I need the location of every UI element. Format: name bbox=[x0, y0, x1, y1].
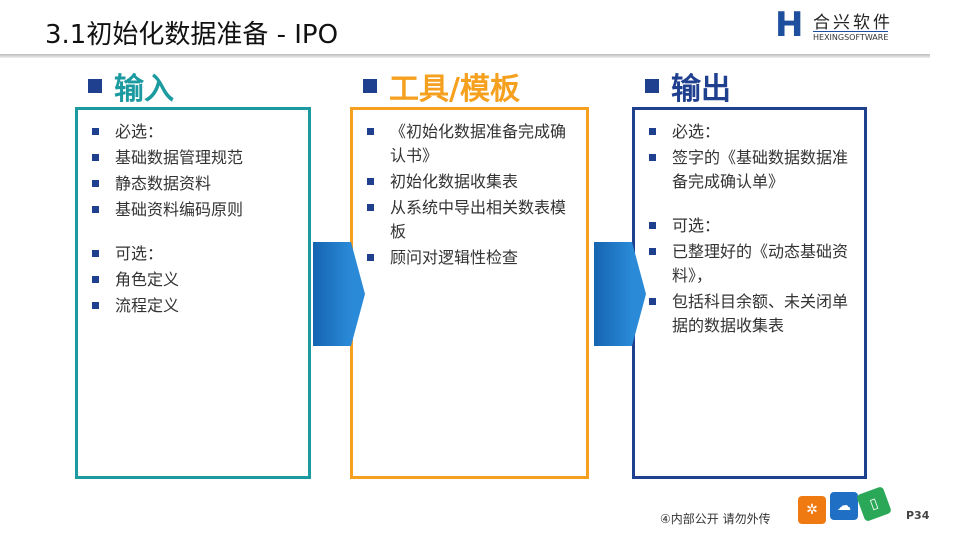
list-item-text: 可选： bbox=[115, 244, 164, 263]
list-item-text: 顾问对逻辑性检查 bbox=[390, 248, 519, 267]
page-number: P34 bbox=[906, 509, 930, 522]
column-box: 《初始化数据准备完成确认书》初始化数据收集表从系统中导出相关数表模板顾问对逻辑性… bbox=[350, 107, 589, 479]
confidentiality-notice: ④内部公开 请勿外传 bbox=[660, 512, 771, 526]
list-item: 流程定义 bbox=[88, 294, 298, 318]
heading-text: 输出 bbox=[671, 72, 731, 107]
logo-en: HEXINGSOFTWARE bbox=[813, 31, 889, 42]
list-item: 《初始化数据准备完成确认书》 bbox=[363, 120, 576, 168]
list-item: 角色定义 bbox=[88, 268, 298, 292]
logo-h-icon: H bbox=[775, 5, 804, 45]
bullet-icon bbox=[92, 180, 99, 187]
list-item: 从系统中导出相关数表模板 bbox=[363, 196, 576, 244]
list-item: 基础资料编码原则 bbox=[88, 198, 298, 222]
arrow-right-icon bbox=[594, 242, 646, 346]
logo-cn: 合兴软件 bbox=[813, 13, 893, 33]
bullet-icon bbox=[92, 302, 99, 309]
list-item: 签字的《基础数据数据准备完成确认单》 bbox=[645, 146, 854, 194]
spacer bbox=[645, 196, 854, 214]
list-item-text: 签字的《基础数据数据准备完成确认单》 bbox=[672, 148, 849, 191]
bullet-icon bbox=[649, 128, 656, 135]
bullet-icon bbox=[649, 298, 656, 305]
bullet-square-icon bbox=[88, 79, 102, 93]
list-item: 静态数据资料 bbox=[88, 172, 298, 196]
spacer bbox=[88, 224, 298, 242]
list-item: 已整理好的《动态基础资料》， bbox=[645, 240, 854, 288]
heading-text: 工具/模板 bbox=[389, 72, 520, 107]
bullet-icon bbox=[367, 254, 374, 261]
list-item: 可选： bbox=[88, 242, 298, 266]
network-cube-icon: ✲ bbox=[798, 496, 826, 524]
bullet-icon bbox=[649, 154, 656, 161]
list-item-text: 已整理好的《动态基础资料》， bbox=[672, 242, 849, 285]
bullet-icon bbox=[92, 154, 99, 161]
tablet-cube-icon: ▯ bbox=[856, 486, 892, 522]
bullet-icon bbox=[92, 206, 99, 213]
list-item-text: 静态数据资料 bbox=[115, 174, 212, 193]
cloud-cube-icon: ☁ bbox=[830, 492, 858, 520]
column-heading: 工具/模板 bbox=[363, 64, 520, 108]
list-item-text: 从系统中导出相关数表模板 bbox=[390, 198, 567, 241]
heading-text: 输入 bbox=[114, 72, 174, 107]
bullet-icon bbox=[367, 178, 374, 185]
list-item-text: 必选： bbox=[115, 122, 164, 141]
list-item-text: 角色定义 bbox=[115, 270, 180, 289]
column-heading: 输入 bbox=[88, 64, 174, 108]
slide-title: 3.1初始化数据准备 - IPO bbox=[45, 20, 339, 50]
column-heading: 输出 bbox=[645, 64, 731, 108]
list-item-text: 必选： bbox=[672, 122, 721, 141]
bullet-icon bbox=[92, 250, 99, 257]
list-item-text: 初始化数据收集表 bbox=[390, 172, 519, 191]
list-item: 必选： bbox=[645, 120, 854, 144]
bullet-icon bbox=[649, 222, 656, 229]
list-item: 顾问对逻辑性检查 bbox=[363, 246, 576, 270]
arrow-right-icon bbox=[313, 242, 365, 346]
list-item: 基础数据管理规范 bbox=[88, 146, 298, 170]
column-box: 必选： 签字的《基础数据数据准备完成确认单》可选： 已整理好的《动态基础资料》， 包括… bbox=[632, 107, 867, 479]
list-item-text: 《初始化数据准备完成确认书》 bbox=[390, 122, 567, 165]
bullet-icon bbox=[649, 248, 656, 255]
bullet-icon bbox=[92, 128, 99, 135]
list-item-text: 流程定义 bbox=[115, 296, 180, 315]
bullet-icon bbox=[367, 128, 374, 135]
list-item-text: 基础数据管理规范 bbox=[115, 148, 244, 167]
list-item-text: 基础资料编码原则 bbox=[115, 200, 244, 219]
list-item: 包括科目余额、未关闭单据的数据收集表 bbox=[645, 290, 854, 338]
column-box: 必选： 基础数据管理规范静态数据资料基础资料编码原则可选： 角色定义流程定义 bbox=[75, 107, 311, 479]
list-item-text: 可选： bbox=[672, 216, 721, 235]
bullet-icon bbox=[92, 276, 99, 283]
company-logo: H 合兴软件 HEXINGSOFTWARE bbox=[775, 4, 915, 48]
list-item-text: 包括科目余额、未关闭单据的数据收集表 bbox=[672, 292, 849, 335]
bullet-square-icon bbox=[363, 79, 377, 93]
list-item: 可选： bbox=[645, 214, 854, 238]
bullet-square-icon bbox=[645, 79, 659, 93]
list-item: 必选： bbox=[88, 120, 298, 144]
list-item: 初始化数据收集表 bbox=[363, 170, 576, 194]
bullet-icon bbox=[367, 204, 374, 211]
header-divider bbox=[0, 54, 930, 58]
